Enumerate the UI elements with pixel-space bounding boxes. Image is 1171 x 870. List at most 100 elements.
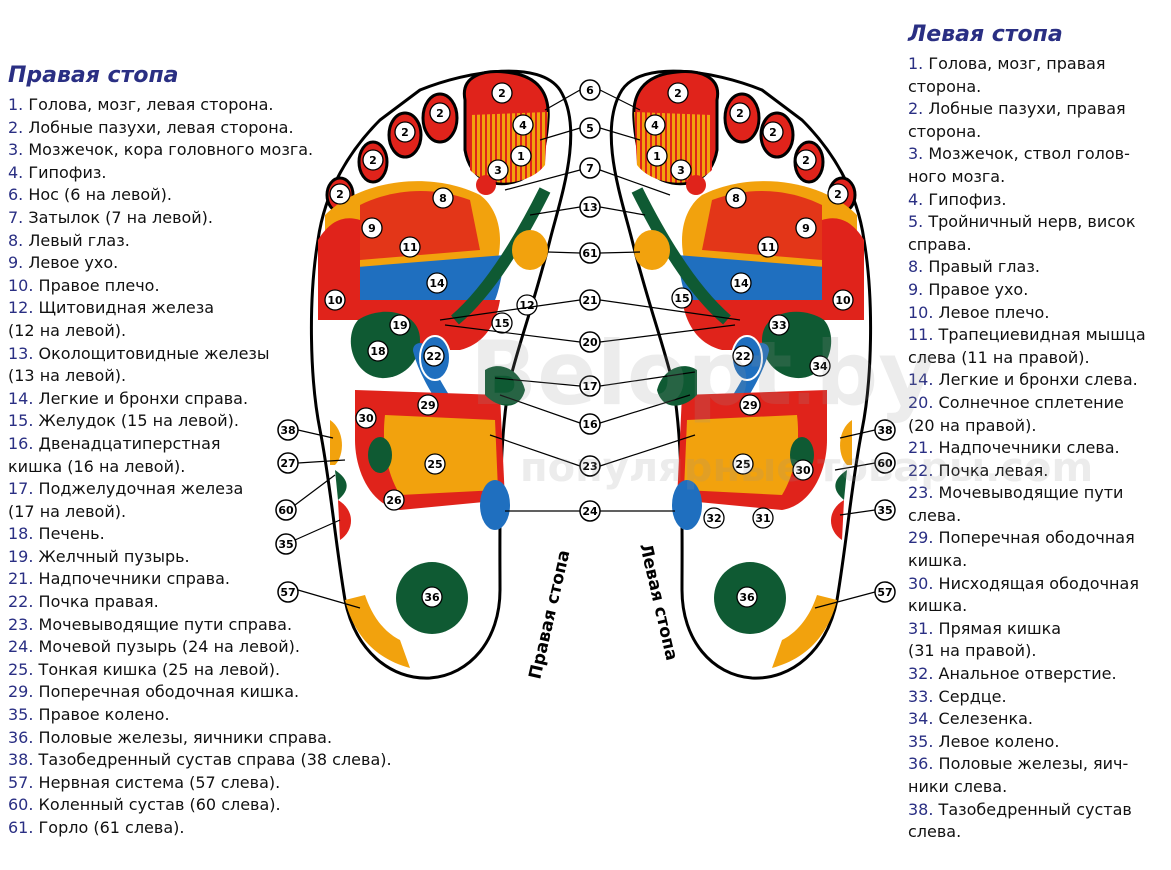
legend-item-number: 8. — [8, 230, 24, 250]
legend-item: 4. Гипофиз. — [8, 162, 428, 185]
legend-item: слева. — [908, 505, 1158, 528]
legend-item-number: 30. — [908, 573, 934, 593]
svg-text:15: 15 — [494, 317, 509, 330]
svg-text:11: 11 — [402, 241, 417, 254]
legend-item-number: 15. — [8, 411, 34, 431]
legend-item: сторона. — [908, 121, 1158, 144]
legend-item-text: Тонкая кишка (25 на левой). — [33, 659, 281, 679]
legend-item: ники слева. — [908, 776, 1158, 799]
legend-item-number: 36. — [8, 727, 34, 747]
legend-item-text: Левое колено. — [933, 731, 1060, 751]
svg-text:26: 26 — [386, 494, 402, 507]
legend-item-number: 4. — [908, 189, 924, 209]
legend-item-text: Солнечное сплетение — [933, 392, 1124, 412]
legend-item-text: слева. — [908, 822, 962, 842]
callout-r-57: 57 — [877, 586, 892, 599]
legend-item-text: Двенадцатиперстная — [33, 433, 221, 453]
legend-item-number: 11. — [908, 325, 934, 345]
legend-item-number: 21. — [8, 569, 34, 589]
svg-text:2: 2 — [674, 87, 682, 100]
svg-text:36: 36 — [424, 591, 440, 604]
legend-item: 8. Левый глаз. — [8, 230, 428, 253]
legend-item: кишка. — [908, 595, 1158, 618]
legend-item: 1. Голова, мозг, левая сторона. — [8, 94, 428, 117]
legend-item-number: 2. — [8, 117, 24, 137]
svg-text:32: 32 — [706, 512, 721, 525]
legend-item-number: 60. — [8, 795, 34, 815]
legend-item: 7. Затылок (7 на левой). — [8, 207, 428, 230]
legend-item: 24. Мочевой пузырь (24 на левой). — [8, 636, 428, 659]
center-callout-lines — [294, 89, 876, 609]
svg-text:8: 8 — [732, 192, 740, 205]
legend-item: 25. Тонкая кишка (25 на левой). — [8, 659, 428, 682]
legend-item-number: 24. — [8, 637, 34, 657]
legend-item-number: 14. — [908, 370, 934, 390]
legend-item-text: ники слева. — [908, 777, 1008, 796]
svg-text:4: 4 — [519, 119, 527, 132]
legend-item-text: сторона. — [908, 121, 982, 141]
svg-text:30: 30 — [795, 464, 811, 477]
svg-text:9: 9 — [368, 222, 376, 235]
legend-item-text: Трапециевидная мышца — [933, 325, 1146, 345]
legend-item-number: 21. — [908, 438, 934, 458]
svg-text:11: 11 — [760, 241, 775, 254]
legend-item-number: 16. — [8, 433, 34, 453]
legend-item: 17. Поджелудочная железа — [8, 478, 428, 501]
legend-item-number: 3. — [8, 140, 24, 160]
right-foot-drawing — [311, 71, 570, 678]
legend-item-text: Мозжечок, кора головного мозга. — [23, 140, 314, 160]
legend-item: 2. Лобные пазухи, левая сторона. — [8, 117, 428, 140]
legend-item: 23. Мочевыводящие пути справа. — [8, 614, 428, 637]
legend-item-number: 38. — [908, 799, 934, 819]
legend-item-number: 36. — [908, 754, 934, 774]
legend-item-number: 22. — [908, 460, 934, 480]
legend-item-text: Селезенка. — [933, 709, 1033, 729]
svg-text:2: 2 — [769, 126, 777, 139]
svg-text:14: 14 — [733, 277, 749, 290]
legend-item-text: (31 на правой). — [908, 641, 1037, 661]
legend-item-number: 32. — [908, 664, 934, 684]
svg-text:34: 34 — [812, 360, 828, 373]
callout-24: 24 — [582, 505, 598, 518]
legend-item-text: Левое ухо. — [23, 253, 119, 273]
svg-text:29: 29 — [742, 399, 757, 412]
legend-item: 3. Мозжечок, кора головного мозга. — [8, 139, 428, 162]
legend-item: 22. Почка правая. — [8, 591, 428, 614]
legend-item-number: 61. — [8, 818, 34, 837]
legend-item-text: кишка. — [908, 551, 968, 571]
legend-item: 60. Коленный сустав (60 слева). — [8, 794, 428, 817]
legend-item-number: 1. — [908, 54, 924, 73]
callout-5: 5 — [586, 122, 594, 135]
legend-item: (13 на левой). — [8, 365, 428, 388]
legend-item: 20. Солнечное сплетение — [908, 392, 1158, 415]
svg-text:2: 2 — [834, 188, 842, 201]
svg-text:2: 2 — [336, 188, 344, 201]
svg-text:2: 2 — [736, 107, 744, 120]
legend-item-text: Правое ухо. — [923, 279, 1029, 299]
callout-21: 21 — [582, 294, 597, 307]
legend-item-number: 8. — [908, 257, 924, 277]
legend-item-number: 6. — [8, 185, 24, 205]
legend-item-text: Половые железы, яич- — [933, 754, 1129, 774]
svg-text:22: 22 — [735, 350, 750, 363]
legend-item-text: Нервная система (57 слева). — [33, 772, 281, 792]
legend-item: 3. Мозжечок, ствол голов- — [908, 143, 1158, 166]
legend-item-text: Левый глаз. — [23, 230, 130, 250]
svg-text:3: 3 — [677, 164, 685, 177]
svg-text:36: 36 — [739, 591, 755, 604]
svg-text:25: 25 — [735, 458, 750, 471]
legend-item-number: 29. — [908, 528, 934, 548]
svg-text:14: 14 — [429, 277, 445, 290]
legend-item-number: 12. — [8, 298, 34, 318]
legend-item-text: Легкие и бронхи слева. — [933, 370, 1138, 390]
legend-item-text: Нисходящая ободочная — [933, 573, 1139, 593]
legend-item-number: 4. — [8, 162, 24, 182]
left-foot-title: Левая стопа — [908, 22, 1063, 47]
legend-item: 29. Поперечная ободочная — [908, 527, 1158, 550]
right-foot-title: Правая стопа — [8, 63, 179, 88]
callout-r-35: 35 — [877, 504, 892, 517]
callout-20: 20 — [582, 336, 598, 349]
legend-item-number: 18. — [8, 524, 34, 544]
